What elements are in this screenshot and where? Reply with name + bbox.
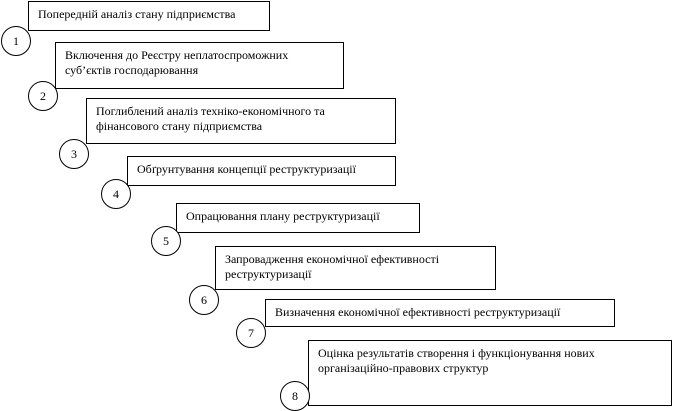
step-box-2: Включення до Реєстру неплатоспроможних с… xyxy=(55,42,344,89)
step-number-7: 7 xyxy=(236,318,266,348)
step-number-3: 3 xyxy=(59,139,89,169)
step-box-3: Поглиблений аналіз техніко-економічного … xyxy=(86,98,396,144)
step-box-6: Запровадження економічної ефективності р… xyxy=(215,246,496,290)
step-box-1: Попередній аналіз стану підприємства xyxy=(28,1,270,31)
step-box-5: Опрацювання плану реструктуризації xyxy=(176,203,420,233)
step-number-8: 8 xyxy=(280,381,310,411)
step-box-7: Визначення економічної ефективності рест… xyxy=(265,299,615,327)
step-number-1: 1 xyxy=(1,26,31,56)
step-box-4: Обґрунтування концепції реструктуризації xyxy=(127,156,396,186)
step-box-8: Оцінка результатів створення і функціону… xyxy=(308,340,672,406)
step-number-2: 2 xyxy=(28,81,58,111)
step-number-4: 4 xyxy=(101,179,131,209)
step-number-6: 6 xyxy=(189,285,219,315)
step-number-5: 5 xyxy=(151,226,181,256)
